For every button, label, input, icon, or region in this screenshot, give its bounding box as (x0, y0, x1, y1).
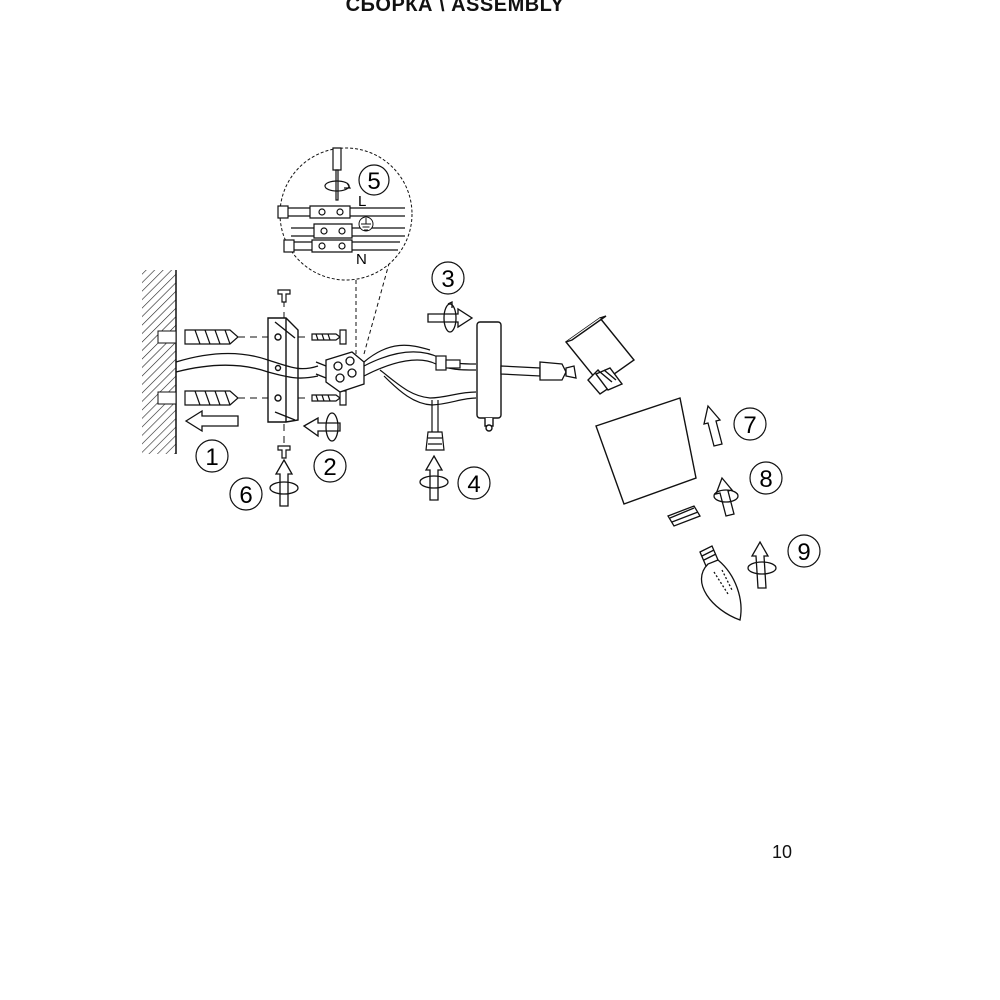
wall-screw-top (311, 329, 347, 345)
ground-symbol-icon (358, 216, 374, 232)
push-arrow-icon (184, 409, 239, 433)
svg-text:7: 7 (743, 412, 756, 439)
lamp-arm (500, 361, 577, 381)
step2-arrow (302, 412, 341, 442)
ground-wire-connector (425, 400, 445, 451)
step-badge-7: 7 (733, 407, 767, 441)
shade-ring (667, 505, 701, 527)
lamp-holder (564, 315, 636, 395)
step-badge-9: 9 (787, 534, 821, 568)
step9-arrow (747, 540, 777, 589)
neutral-label: N (356, 251, 367, 268)
wall-plug-top (184, 329, 239, 345)
mounting-bracket (267, 317, 299, 423)
step-badge-3: 3 (431, 261, 465, 295)
svg-text:3: 3 (441, 266, 454, 293)
wiring-detail-callout: L N (277, 147, 413, 281)
step-badge-1: 1 (195, 439, 229, 473)
svg-text:9: 9 (797, 539, 810, 566)
step6-arrow (269, 458, 299, 507)
live-label: L (358, 193, 366, 210)
page-title: СБОРКА \ ASSEMBLY (345, 0, 565, 16)
step-badge-6: 6 (229, 477, 263, 511)
zoom-callout-lines (355, 259, 391, 355)
candle-bulb (699, 545, 742, 621)
svg-text:5: 5 (367, 168, 380, 195)
svg-text:2: 2 (323, 454, 336, 481)
svg-text:1: 1 (205, 444, 218, 471)
step-badge-5: 5 (358, 164, 390, 196)
svg-text:8: 8 (759, 466, 772, 493)
step-badge-2: 2 (313, 449, 347, 483)
rotate-arrow-icon (324, 180, 352, 192)
detail-wires (277, 205, 405, 253)
bracket-screw-bottom (277, 445, 291, 459)
step4-arrow (419, 454, 449, 501)
step3-arrow (427, 300, 474, 333)
step7-arrow (703, 404, 723, 447)
svg-text:4: 4 (467, 471, 480, 498)
wall (142, 270, 177, 454)
lamp-shade (595, 397, 697, 505)
lamp-backplate (476, 321, 502, 432)
terminal-block (315, 351, 365, 393)
svg-text:6: 6 (239, 482, 252, 509)
wall-screw-bottom (311, 390, 347, 406)
internal-wires (363, 344, 477, 406)
page-number: 10 (772, 842, 793, 862)
screwdriver-icon (332, 147, 342, 201)
wall-plug-bottom (184, 390, 239, 406)
step-badge-8: 8 (749, 461, 783, 495)
bracket-screw-top (277, 289, 291, 303)
step8-arrow (713, 476, 739, 517)
mains-cable (175, 352, 319, 379)
step-badge-4: 4 (457, 466, 491, 500)
